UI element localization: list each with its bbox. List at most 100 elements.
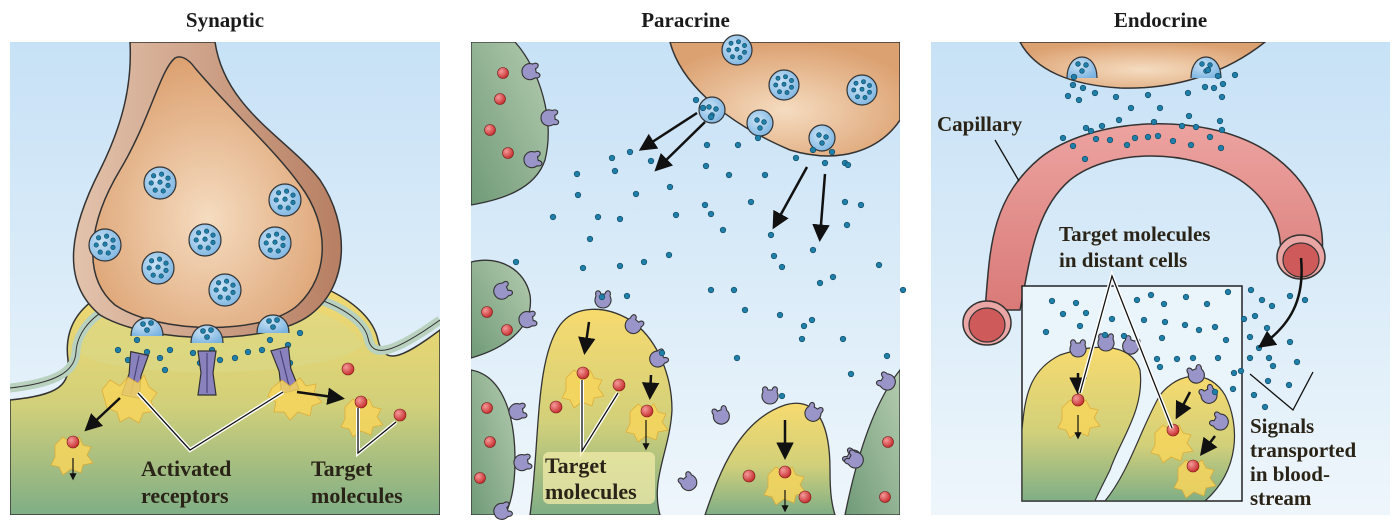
signal-molecule [1101,331,1109,339]
signal-molecule [658,349,666,357]
label-capillary: Capillary [937,112,1023,136]
signal-molecule [707,210,715,218]
signal-molecule [1216,117,1224,125]
signal-molecule [1150,118,1158,126]
receptors [1069,333,1229,431]
fused-vesicle [1190,56,1222,79]
signal-molecule [189,349,197,357]
signal-molecule [767,231,775,239]
signal-molecule [816,279,824,287]
signal-molecule [1108,315,1116,323]
signal-molecule [862,95,868,100]
signal-molecule [761,171,769,179]
label-line: Activated [141,456,231,481]
receptor [540,109,560,127]
signal-molecule [843,221,851,229]
signal-molecule [1301,296,1309,304]
signal-molecule [290,199,296,205]
signal-molecule [706,104,712,110]
signal-molecule [1091,89,1099,97]
label-line: Target [545,453,607,478]
signal-molecule [1255,344,1263,352]
signal-molecule [713,106,719,112]
target-molecule [640,404,654,418]
signal-molecule [816,132,822,138]
signal-molecule [841,198,849,206]
receptor [513,453,533,472]
signal-molecule [1187,141,1195,149]
signal-molecule [789,78,794,83]
signal-molecule [273,197,279,203]
signal-molecule [148,320,154,326]
signal-molecule [165,175,171,181]
signal-molecule [851,87,857,93]
signal-molecule [775,75,781,81]
signal-molecule [1182,293,1190,301]
target-molecule [778,465,792,479]
label-target-molecules-paracrine: Target molecules [543,452,655,504]
signal-molecule [781,81,787,87]
signal-molecule [616,215,624,223]
signal-molecule [230,289,236,295]
signal-molecule [1218,93,1226,101]
signal-molecule [158,273,164,279]
signal-molecule [875,261,883,269]
signal-molecule [1079,68,1085,74]
signal-molecule [847,370,855,378]
signal-molecule [165,182,171,188]
signal-molecule [512,258,520,266]
activation-burst [101,374,158,424]
signal-molecule [1147,291,1155,299]
signal-molecule [821,159,829,167]
signal-molecule [1115,116,1123,124]
signal-molecule [276,190,282,196]
label-line: receptors [141,483,229,508]
signal-molecule [733,354,741,362]
signal-molecule [160,188,166,194]
signal-molecule [776,311,784,319]
signal-molecule [761,119,767,125]
signal-molecule [1140,316,1148,324]
signal-molecule [1075,61,1081,67]
signal-molecule [1247,286,1255,294]
activation-burst [267,377,323,421]
signal-molecule [701,201,709,209]
target-molecule [882,436,894,448]
signal-molecule [230,282,236,288]
signal-molecule [161,366,169,374]
signal-molecule [861,79,866,85]
signal-molecule [726,47,732,53]
signal-molecule [1264,377,1272,385]
vesicle [208,273,242,307]
signal-molecule [1192,123,1200,131]
signal-molecule [1112,93,1120,101]
signal-molecule [1224,288,1232,296]
label-signals-transported: Signals transported in blood- stream [1250,414,1361,510]
signal-molecule [632,190,640,198]
signal-molecule [1156,104,1164,112]
signal-molecule [267,247,273,253]
target-molecule [798,490,812,504]
signal-molecule [1173,355,1181,363]
signal-molecule [231,354,239,362]
signal-molecule [217,294,223,300]
signal-molecule [1158,334,1166,342]
signal-molecule [280,235,286,241]
receptor-arrow [578,321,596,355]
signal-molecule [285,205,291,211]
signal-molecule [899,286,907,294]
signal-molecule [140,321,146,327]
target-molecule [494,93,506,105]
label-line: in blood- [1250,462,1330,486]
signal-molecule [143,348,151,356]
signal-molecule [770,252,778,260]
signal-molecule [266,233,272,239]
signal-molecule [102,241,108,247]
signal-molecule [1199,61,1205,67]
signal-molecule [110,237,116,243]
signal-molecule [1229,385,1237,393]
signal-molecule [883,352,891,360]
fused-vesicle [746,109,774,137]
signal-molecule [742,43,747,48]
